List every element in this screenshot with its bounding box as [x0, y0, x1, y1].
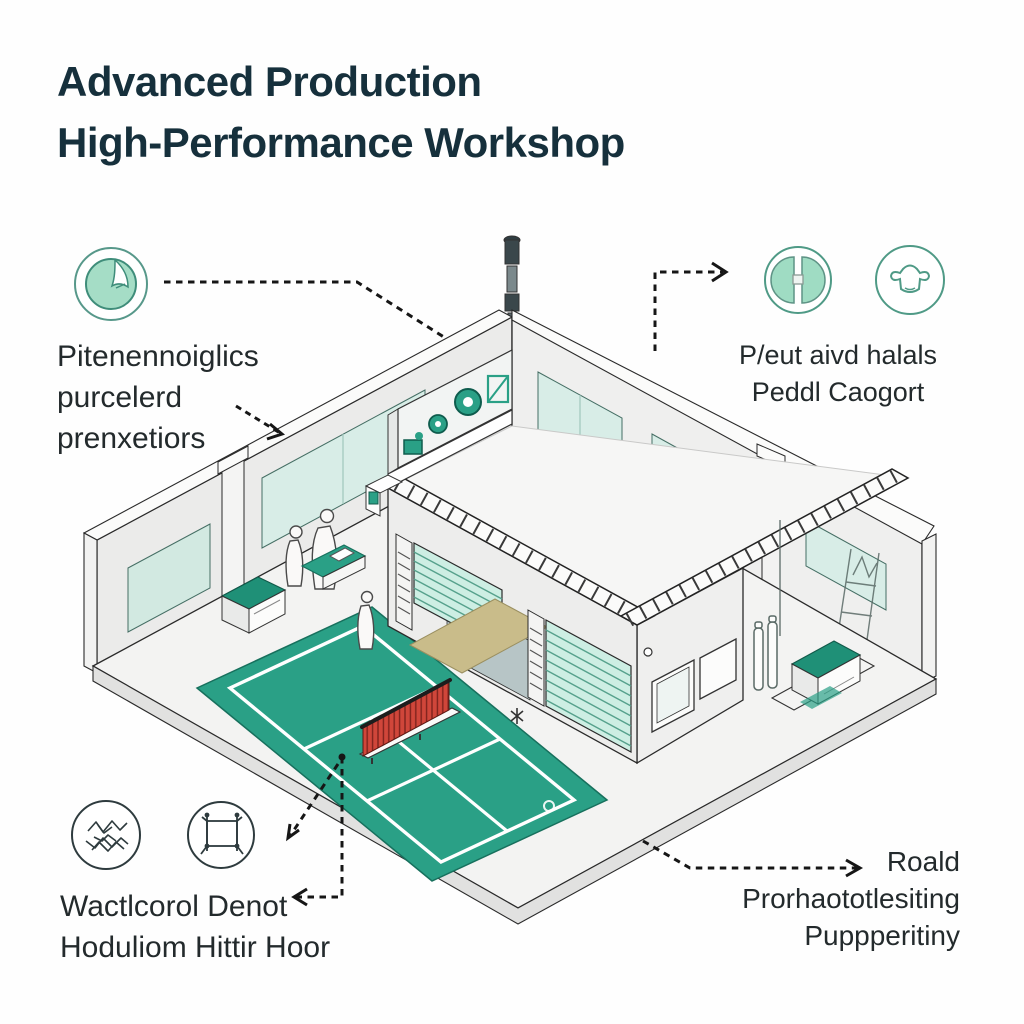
garage-door-2 — [545, 618, 632, 754]
dashed-arrow-top-left — [164, 280, 448, 341]
inner-building — [364, 349, 910, 765]
callout-line: prenxetiors — [57, 422, 206, 456]
gauge-circle-icon — [74, 247, 148, 321]
dashed-arrow-label-tl — [235, 404, 281, 435]
court-logo — [543, 800, 555, 812]
callout-bottom-right: Roald Prorhaototlesiting Puppperitiny — [652, 843, 960, 955]
callout-line: P/eut aivd halals — [738, 340, 938, 370]
window — [805, 519, 887, 611]
mesh-scribble-icon — [71, 800, 141, 870]
window-frames — [643, 637, 737, 734]
callout-line: Pitenennoiglics — [57, 340, 259, 373]
cabinet-left — [220, 576, 287, 634]
worker-figure — [357, 590, 375, 650]
callout-top-right: P/eut aivd halals Peddl Caogort — [712, 337, 964, 410]
callout-line: purcelerd — [57, 381, 183, 415]
sports-court — [195, 606, 609, 882]
red-fence — [358, 678, 462, 764]
cow-head-icon — [875, 245, 945, 315]
title-line-2: High-Performance Workshop — [57, 118, 625, 166]
dashed-arrow-bottom-right — [642, 839, 858, 870]
callout-line: Hoduliom Hittir Hoor — [60, 931, 331, 965]
pipes — [753, 520, 781, 691]
dashed-arrow-bottom-left-1 — [296, 757, 344, 899]
callout-line: Roald — [886, 846, 960, 877]
callout-top-left: Pitenennoiglics purcelerd prenxetiors — [57, 336, 259, 459]
window — [127, 523, 211, 633]
callout-bottom-left: Wactlcorol Denot Hoduliom Hittir Hoor — [60, 886, 330, 969]
cabinet-right — [770, 640, 876, 711]
frame-posts-icon — [187, 801, 255, 869]
dashed-arrow-top-right — [653, 270, 723, 351]
worker-figure — [285, 508, 338, 590]
callout-line: Wactlcorol Denot — [60, 890, 288, 923]
catwalk-truss — [386, 466, 910, 628]
callout-line: Peddl Caogort — [751, 376, 925, 407]
cross-mark — [510, 708, 524, 724]
title-line-1: Advanced Production — [57, 58, 482, 105]
page-title: Advanced Production High-Performance Wor… — [57, 52, 625, 174]
callout-line: Puppperitiny — [804, 920, 960, 952]
dumbbell-icon — [764, 246, 832, 314]
workbench — [300, 544, 367, 590]
robot-arms-icon — [403, 374, 510, 455]
control-box — [364, 474, 404, 517]
callout-line: Prorhaototlesiting — [742, 883, 960, 915]
machinery-bay — [364, 349, 513, 517]
dashed-arrow-bottom-left-2 — [288, 763, 340, 837]
dashed-arrows — [164, 261, 864, 907]
